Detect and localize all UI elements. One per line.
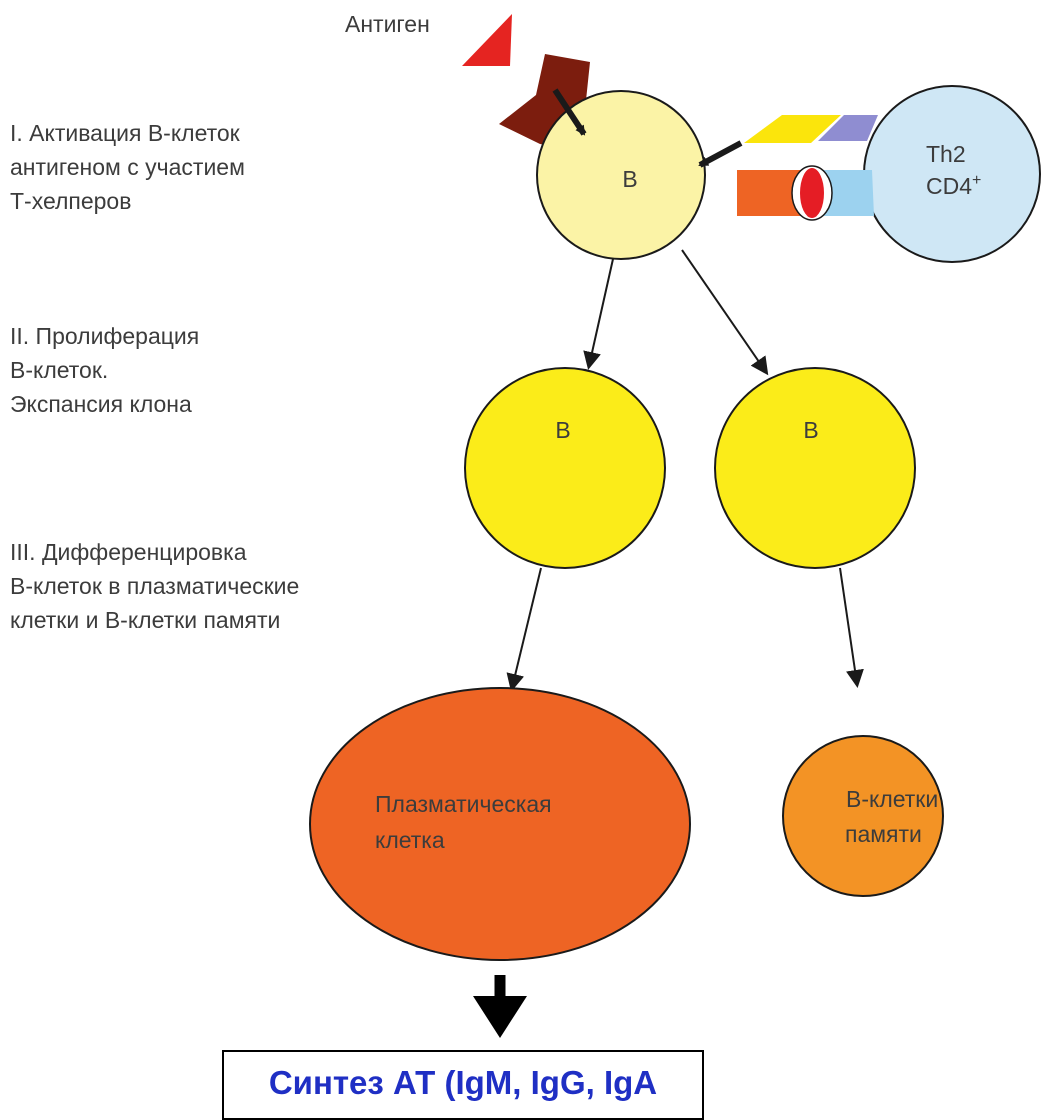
b-cell-activated-label: B	[622, 166, 637, 192]
mhc-yellow	[744, 115, 841, 143]
th2-cd4-label: CD4+	[926, 172, 981, 199]
antigen-shape	[462, 14, 512, 66]
antibody-synthesis-box: Синтез АТ (IgM, IgG, IgA	[222, 1050, 704, 1120]
th2-label: Th2	[926, 141, 966, 167]
b-cell-right-label: B	[803, 417, 818, 443]
arrow-to-b-left	[583, 258, 614, 370]
stage-1-label: I. Активация B-клеток антигеном с участи…	[10, 116, 245, 218]
stage-1-line-2: антигеном с участием	[10, 154, 245, 180]
arrow-to-synthesis-head	[473, 996, 527, 1038]
plasma-cell	[309, 687, 691, 961]
arrow-to-memory	[839, 567, 864, 688]
coupling-core	[800, 168, 824, 218]
memory-cell	[782, 735, 944, 897]
signal-arrow-right	[698, 140, 743, 168]
arrow-to-b-right	[681, 249, 769, 376]
arrow-to-plasma	[506, 567, 542, 692]
stage-3-line-3: клетки и B-клетки памяти	[10, 607, 281, 633]
memory-cell-line2: памяти	[845, 821, 922, 847]
stage-3-label: III. Дифференцировка B-клеток в плазмати…	[10, 535, 299, 637]
antigen-label: Антиген	[345, 11, 430, 37]
th2-line1: Th2	[926, 141, 966, 167]
b-cell-left	[464, 367, 666, 569]
tcr-purple	[818, 115, 878, 141]
stage-3-line-1: III. Дифференцировка	[10, 539, 247, 565]
b-cell-right	[714, 367, 916, 569]
stage-2-line-1: II. Пролиферация	[10, 323, 200, 349]
plasma-cell-line1: Плазматическая	[375, 791, 552, 817]
signal-arrow-left	[552, 88, 587, 136]
stage-2-line-2: B-клеток.	[10, 357, 109, 383]
stage-1-line-3: Т-хелперов	[10, 188, 132, 214]
stage-2-label: II. Пролиферация B-клеток. Экспансия кло…	[10, 319, 199, 421]
th2-line2: CD4	[926, 173, 972, 199]
stage-2-line-3: Экспансия клона	[10, 391, 192, 417]
stage-1-line-1: I. Активация B-клеток	[10, 120, 240, 146]
memory-cell-line1: B-клетки	[846, 786, 938, 812]
b-cell-left-label: B	[555, 417, 570, 443]
stage-3-line-2: B-клеток в плазматические	[10, 573, 300, 599]
antibody-synthesis-text: Синтез АТ (IgM, IgG, IgA	[268, 1064, 658, 1101]
th2-line2-sup: +	[972, 172, 981, 189]
b-cell-activated	[536, 90, 706, 260]
plasma-cell-line2: клетка	[375, 827, 445, 853]
